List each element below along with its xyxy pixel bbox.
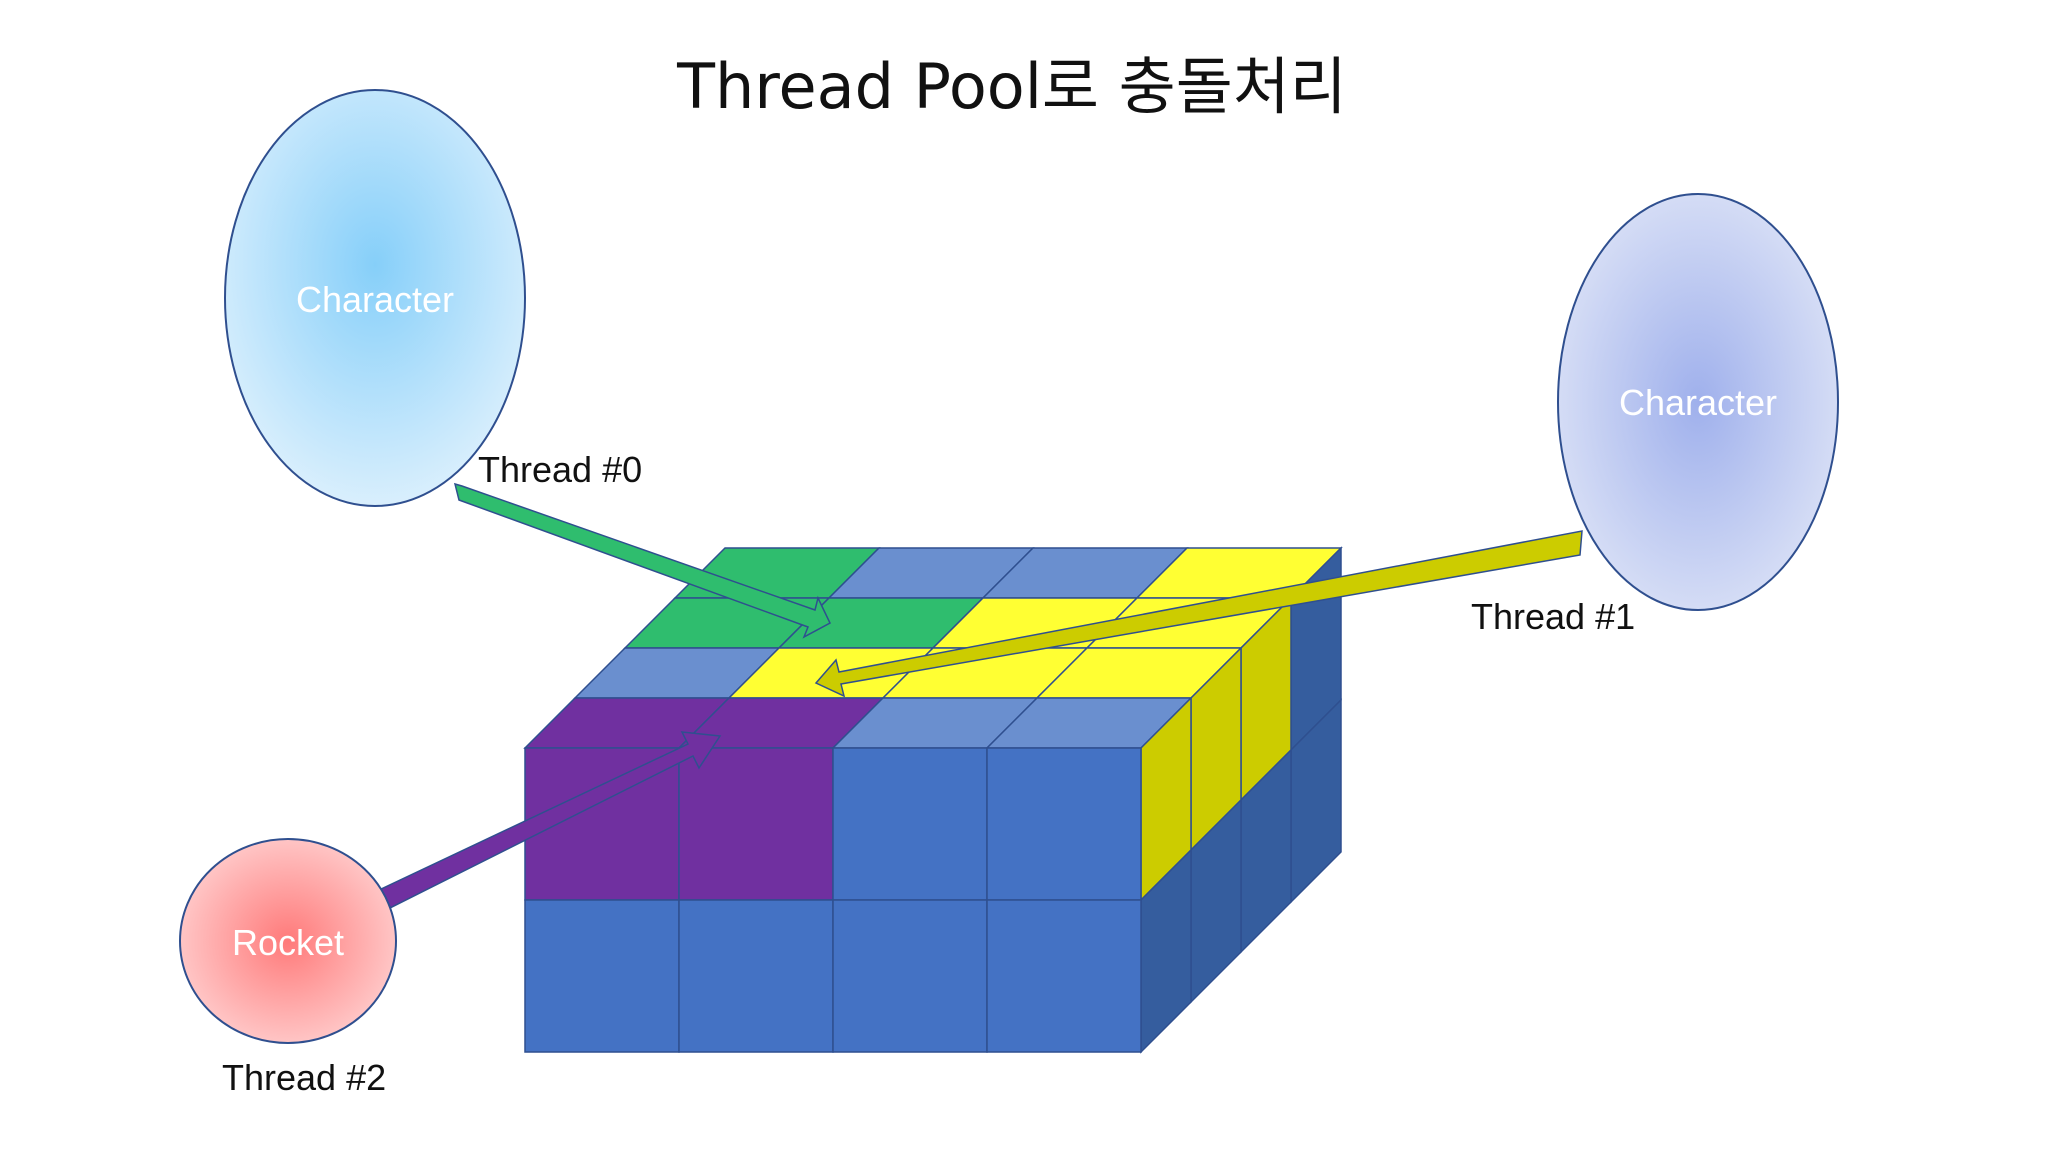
character-right-label: Character [1619, 382, 1777, 423]
grid-front-cell [832, 899, 988, 1053]
rocket-node: Rocket [179, 838, 397, 1044]
thread2-arrow [361, 731, 722, 920]
rocket-label: Rocket [232, 922, 344, 963]
character-right-node: Character [1557, 193, 1839, 611]
collision-grid [523, 546, 1343, 1054]
thread0-label: Thread #0 [478, 449, 642, 490]
character-left-label: Character [296, 279, 454, 320]
grid-front-cell [832, 747, 988, 901]
thread1-label: Thread #1 [1471, 596, 1635, 637]
thread1-arrow [814, 530, 1583, 698]
grid-front-cell [986, 899, 1142, 1053]
slide-title: Thread Pool로 충돌처리 [676, 50, 1347, 123]
grid-front-cell [986, 747, 1142, 901]
character-left-node: Character [224, 89, 526, 507]
grid-front-cell [678, 747, 834, 901]
thread2-label: Thread #2 [222, 1057, 386, 1098]
grid-front-cell [524, 899, 680, 1053]
grid-front-cell [678, 899, 834, 1053]
thread0-arrow [453, 482, 831, 639]
